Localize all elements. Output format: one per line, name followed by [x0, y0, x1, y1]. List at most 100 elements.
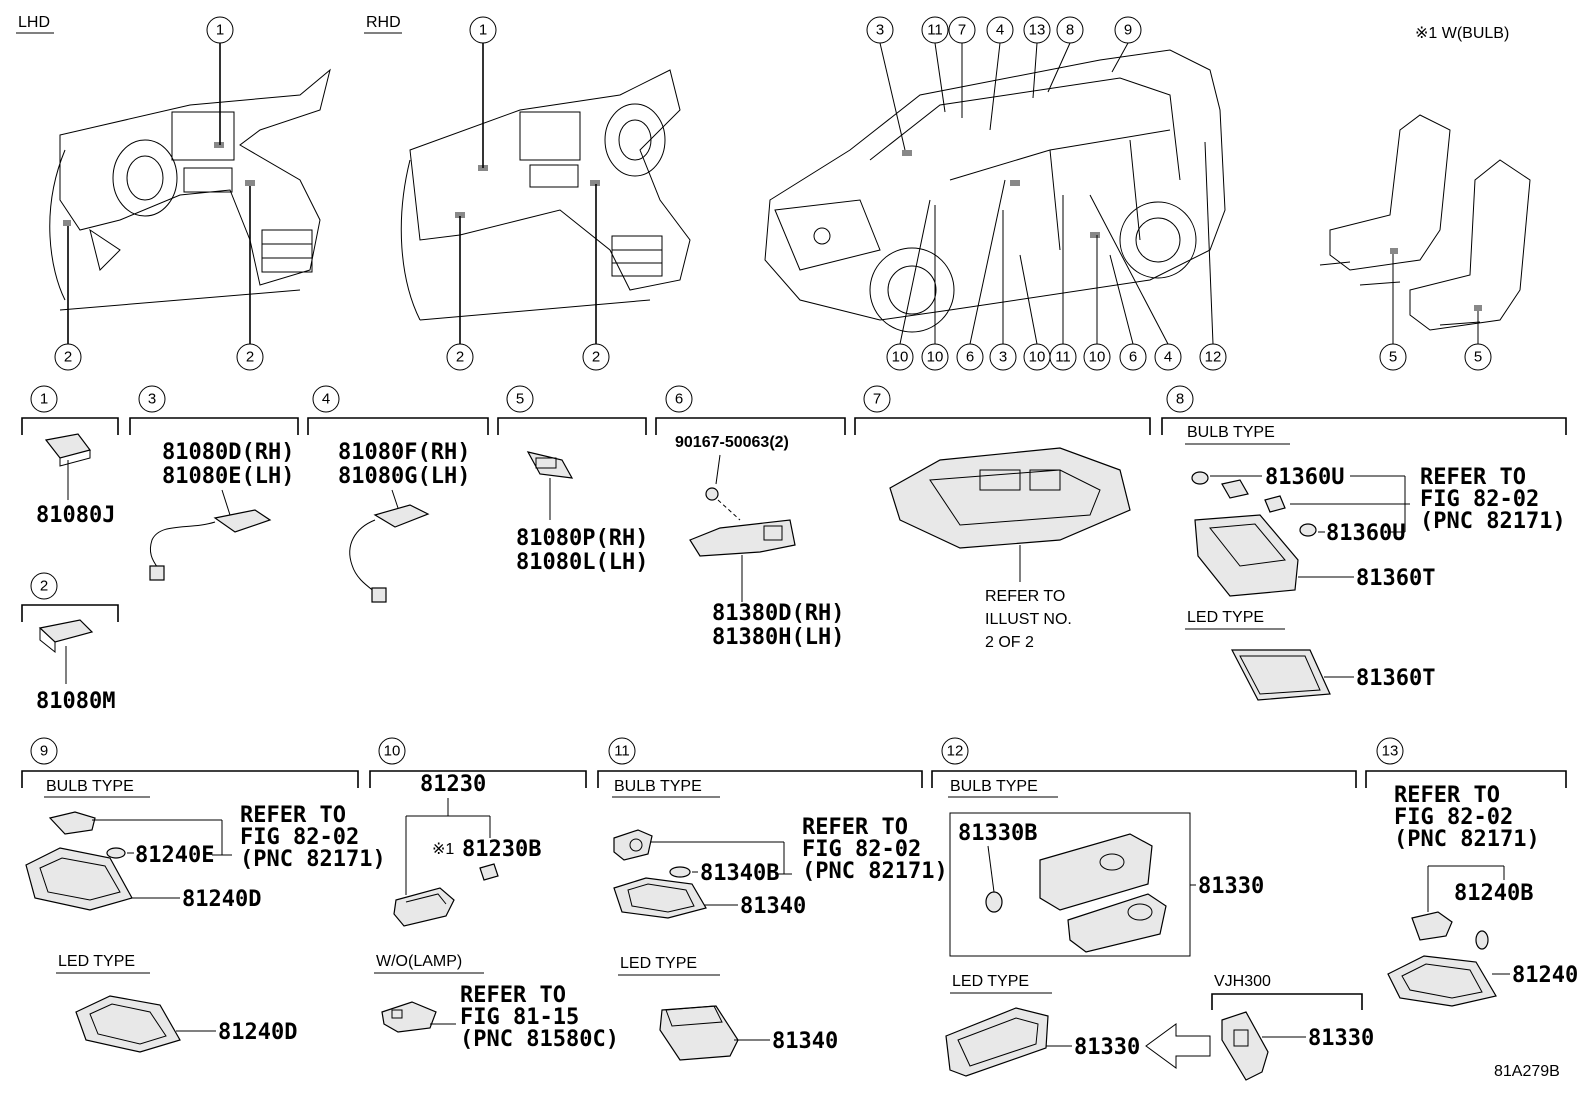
arrow-left-icon: [1145, 1023, 1211, 1069]
part-81330-vjh: 81330: [1308, 1026, 1374, 1051]
svg-text:10: 10: [892, 349, 909, 366]
part-81080J-illustration: [44, 433, 92, 467]
part-81330-led: 81330: [1074, 1035, 1140, 1060]
section-5-num: 5: [516, 391, 524, 408]
part-81080M-illustration: [38, 619, 94, 654]
bulb-81330B-illustration: [985, 891, 1003, 913]
vehicle-illustration: [764, 49, 1226, 333]
lamp-81330-bulb-illustration: [1039, 833, 1167, 953]
svg-text:12: 12: [1205, 349, 1222, 366]
bulb-81240B-illustration: [1411, 911, 1489, 950]
section-7-ref-2: ILLUST NO.: [985, 611, 1072, 628]
svg-text:9: 9: [1124, 22, 1132, 39]
rhd-callout-1: 1: [479, 22, 487, 39]
section-9-num: 9: [40, 743, 48, 760]
section-10-ref-2: FIG 81-15: [460, 1005, 579, 1030]
bulb-81240E-illustration: [48, 811, 126, 859]
lhd-callout-1: 1: [216, 22, 224, 39]
rhd-dashboard-illustration: [400, 69, 691, 321]
lhd-callout-2b: 2: [246, 349, 254, 366]
section-12-bulb-type: BULB TYPE: [950, 778, 1038, 795]
svg-text:11: 11: [927, 22, 943, 39]
section-8-num: 8: [1176, 391, 1184, 408]
lhd-callout-2a: 2: [64, 349, 72, 366]
seats-illustration: [1319, 114, 1531, 331]
section-9-led-type: LED TYPE: [58, 953, 135, 970]
svg-text:10: 10: [1029, 349, 1046, 366]
part-81330B: 81330B: [958, 821, 1037, 846]
part-81080D: 81080D(RH): [162, 440, 294, 465]
section-8-led-type: LED TYPE: [1187, 609, 1264, 626]
seat-callout-5a: 5: [1389, 349, 1397, 366]
svg-text:4: 4: [1164, 349, 1172, 366]
part-81240D-led: 81240D: [218, 1020, 297, 1045]
section-7-num: 7: [873, 391, 881, 408]
section-10-ref-3: (PNC 81580C): [460, 1027, 619, 1052]
part-81080G: 81080G(LH): [338, 464, 470, 489]
section-11-num: 11: [614, 743, 630, 760]
lamp-vjh300-illustration: [1221, 1011, 1269, 1081]
section-8-ref-2: FIG 82-02: [1420, 487, 1539, 512]
lhd-label: LHD: [18, 14, 50, 31]
rhd-callout-2a: 2: [456, 349, 464, 366]
svg-text:3: 3: [999, 349, 1007, 366]
row2-section-brackets: [21, 417, 1567, 622]
part-81360U-a: 81360U: [1265, 465, 1344, 490]
lamp-housing-81340-led-illustration: [659, 1005, 739, 1061]
courtesy-lamp-6-illustration: [689, 519, 796, 557]
bulb-81230B-illustration: [479, 863, 499, 881]
part-81230B: 81230B: [462, 837, 541, 862]
part-81240B: 81240B: [1454, 881, 1533, 906]
section-8-ref-3: (PNC 82171): [1420, 509, 1566, 534]
section-11-led-type: LED TYPE: [620, 955, 697, 972]
section-11-ref-1: REFER TO: [802, 815, 908, 840]
section-4-num: 4: [322, 391, 330, 408]
section-6-num: 6: [675, 391, 683, 408]
part-81080F: 81080F(RH): [338, 440, 470, 465]
part-81230: 81230: [420, 772, 486, 797]
part-81080M: 81080M: [36, 689, 115, 714]
svg-text:6: 6: [1129, 349, 1137, 366]
part-81380D: 81380D(RH): [712, 601, 844, 626]
part-81080P-illustration: [526, 451, 574, 479]
part-81240D-bulb: 81240D: [182, 887, 261, 912]
rhd-label: RHD: [366, 14, 401, 31]
lhd-dashboard-illustration: [49, 68, 331, 311]
lamp-housing-81340-bulb-illustration: [613, 877, 707, 919]
section-9-ref-2: FIG 82-02: [240, 825, 359, 850]
section-9-bulb-type: BULB TYPE: [46, 778, 134, 795]
screw-icon: [705, 487, 719, 501]
rhd-callout-2b: 2: [592, 349, 600, 366]
section-3-num: 3: [148, 391, 156, 408]
section-1-num: 1: [40, 391, 48, 408]
section-11-ref-3: (PNC 82171): [802, 859, 948, 884]
part-81080E: 81080E(LH): [162, 464, 294, 489]
svg-text:10: 10: [927, 349, 944, 366]
section-12-num: 12: [947, 743, 964, 760]
section-8-bulb-type: BULB TYPE: [1187, 424, 1275, 441]
part-81080L: 81080L(LH): [516, 550, 648, 575]
part-81340-led: 81340: [772, 1029, 838, 1054]
section-10-num: 10: [384, 743, 401, 760]
section-10-note-mark: ※1: [432, 841, 454, 858]
section-13-num: 13: [1382, 743, 1399, 760]
bulb-81340B-illustration: [613, 829, 691, 878]
part-81340-bulb: 81340: [740, 894, 806, 919]
part-81240E: 81240E: [135, 843, 214, 868]
section-7-ref-1: REFER TO: [985, 588, 1065, 605]
part-81360T-led: 81360T: [1356, 666, 1435, 691]
section-13-ref-1: REFER TO: [1394, 783, 1500, 808]
part-81080J: 81080J: [36, 503, 115, 528]
lamp-housing-81360T-bulb-illustration: [1194, 514, 1299, 597]
svg-text:8: 8: [1066, 22, 1074, 39]
part-81380H: 81380H(LH): [712, 625, 844, 650]
lamp-81230-illustration: [393, 887, 455, 927]
part-81080P: 81080P(RH): [516, 526, 648, 551]
part-81340B: 81340B: [700, 861, 779, 886]
section-9-ref-1: REFER TO: [240, 803, 346, 828]
part-81360U-b: 81360U: [1326, 521, 1405, 546]
lamp-housing-81240D-led-illustration: [75, 995, 181, 1053]
svg-text:3: 3: [876, 22, 884, 39]
svg-text:4: 4: [996, 22, 1004, 39]
svg-text:7: 7: [958, 22, 966, 39]
